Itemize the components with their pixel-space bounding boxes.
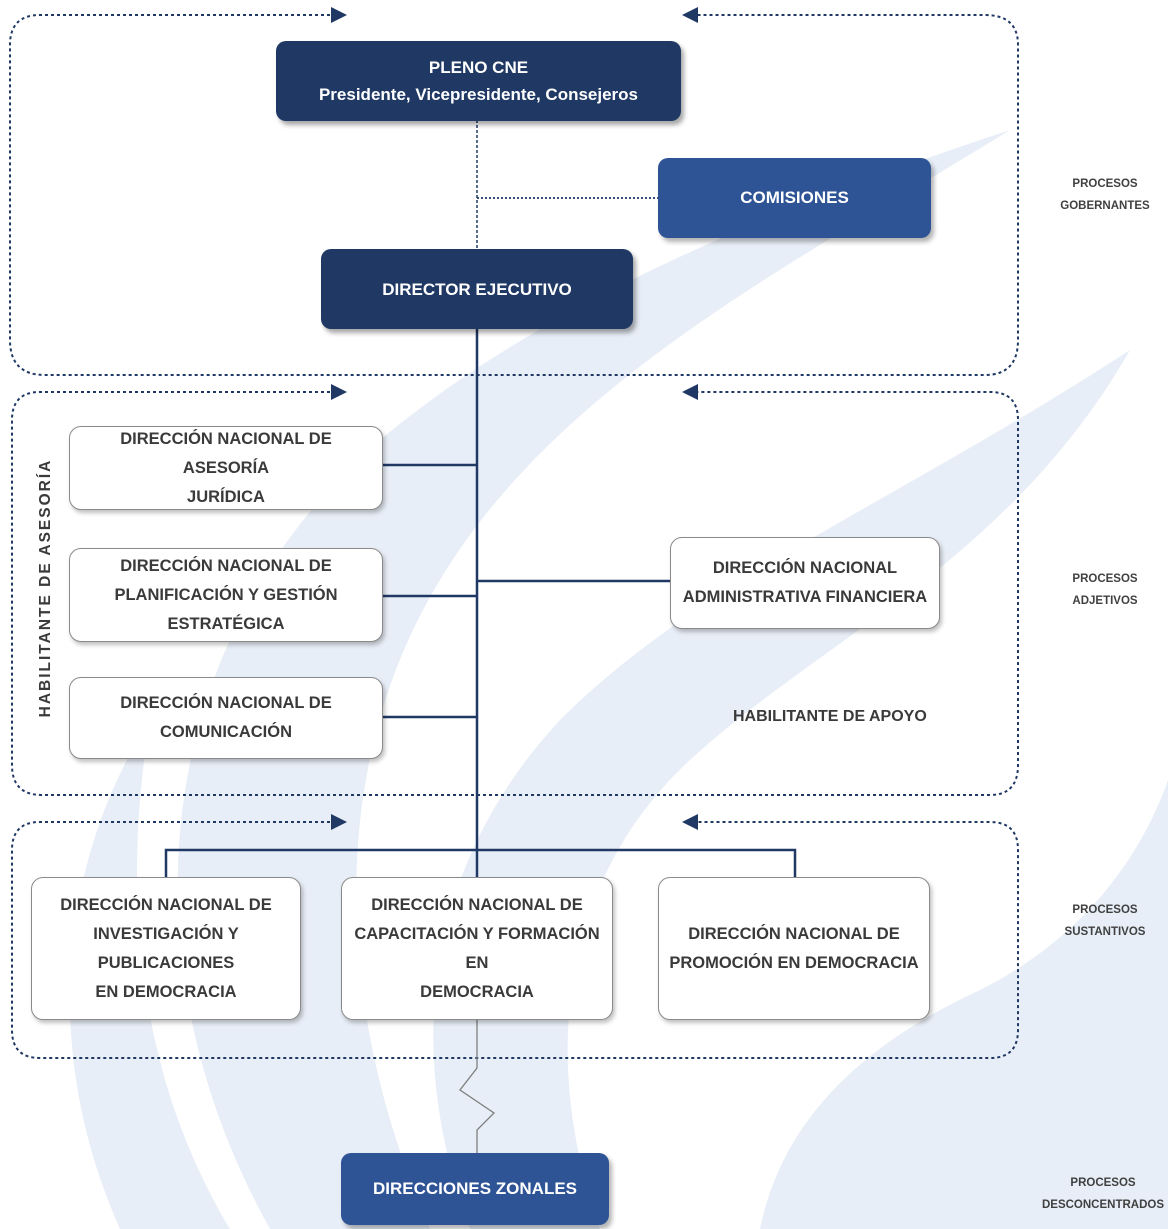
planificacion-label: DIRECCIÓN NACIONAL DE PLANIFICACIÓN Y GE… xyxy=(114,556,338,633)
pleno-cne-box[interactable]: PLENO CNE Presidente, Vicepresidente, Co… xyxy=(276,41,681,121)
habilitante-apoyo-label: HABILITANTE DE APOYO xyxy=(733,708,927,725)
capacitacion-box[interactable]: DIRECCIÓN NACIONAL DE CAPACITACIÓN Y FOR… xyxy=(341,877,613,1020)
group-borders xyxy=(9,14,1019,1059)
left-arrowhead-3 xyxy=(682,814,698,830)
investigacion-label: DIRECCIÓN NACIONAL DE INVESTIGACIÓN Y PU… xyxy=(60,895,272,1001)
zonales-break-line xyxy=(459,1020,496,1153)
habilitante-asesoria-label: HABILITANTE DE ASESORÍA xyxy=(37,458,54,718)
left-arrowhead-2 xyxy=(682,384,698,400)
arrowheads xyxy=(331,7,698,830)
asesoria-juridica-label: DIRECCIÓN NACIONAL DE ASESORÍA JURÍDICA xyxy=(120,429,332,506)
sustantivos-bus xyxy=(164,848,797,878)
left-arrowhead-1 xyxy=(682,7,698,23)
sustantivos-group-border xyxy=(11,821,1019,1059)
director-ejecutivo-box[interactable]: DIRECTOR EJECUTIVO xyxy=(321,249,633,329)
administrativa-financiera-label: DIRECCIÓN NACIONAL ADMINISTRATIVA FINANC… xyxy=(682,559,928,606)
comisiones-label: COMISIONES xyxy=(740,188,849,207)
comunicacion-label: DIRECCIÓN NACIONAL DE COMUNICACIÓN xyxy=(120,694,332,741)
right-arrowhead-2 xyxy=(331,384,347,400)
pleno-cne-label: PLENO CNE Presidente, Vicepresidente, Co… xyxy=(318,58,639,104)
gobernantes-group-border xyxy=(9,14,1019,376)
comunicacion-box[interactable]: DIRECCIÓN NACIONAL DE COMUNICACIÓN xyxy=(69,677,383,759)
procesos-desconcentrados-label: PROCESOS DESCONCENTRADOS xyxy=(1041,1177,1165,1211)
capacitacion-label: DIRECCIÓN NACIONAL DE CAPACITACIÓN Y FOR… xyxy=(354,895,600,1001)
right-arrowhead-3 xyxy=(331,814,347,830)
comisiones-box[interactable]: COMISIONES xyxy=(658,158,931,238)
asesoria-juridica-box[interactable]: DIRECCIÓN NACIONAL DE ASESORÍA JURÍDICA xyxy=(69,426,383,510)
connectors xyxy=(164,120,797,1153)
procesos-gobernantes-label: PROCESOS GOBERNANTES xyxy=(1060,178,1150,212)
planificacion-box[interactable]: DIRECCIÓN NACIONAL DE PLANIFICACIÓN Y GE… xyxy=(69,548,383,642)
director-ejecutivo-label: DIRECTOR EJECUTIVO xyxy=(382,279,572,299)
right-arrowhead-1 xyxy=(331,7,347,23)
promocion-box[interactable]: DIRECCIÓN NACIONAL DE PROMOCIÓN EN DEMOC… xyxy=(658,877,930,1020)
direcciones-zonales-label: DIRECCIONES ZONALES xyxy=(372,1179,578,1198)
promocion-label: DIRECCIÓN NACIONAL DE PROMOCIÓN EN DEMOC… xyxy=(669,924,919,972)
administrativa-financiera-box[interactable]: DIRECCIÓN NACIONAL ADMINISTRATIVA FINANC… xyxy=(670,537,940,629)
procesos-adjetivos-label: PROCESOS ADJETIVOS xyxy=(1072,573,1138,607)
investigacion-box[interactable]: DIRECCIÓN NACIONAL DE INVESTIGACIÓN Y PU… xyxy=(31,877,301,1020)
procesos-sustantivos-label: PROCESOS SUSTANTIVOS xyxy=(1064,904,1146,938)
direcciones-zonales-box[interactable]: DIRECCIONES ZONALES xyxy=(341,1153,609,1225)
adjetivos-group-border xyxy=(11,391,1019,796)
